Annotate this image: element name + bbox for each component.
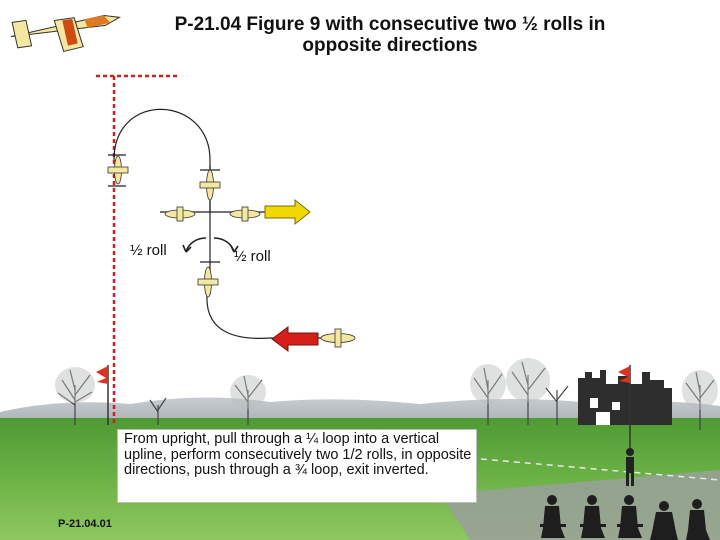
title-line-1: P-21.04 Figure 9 with consecutive two ½ … [174,14,606,35]
judge-icon [626,448,634,486]
aerobatic-plane-icon [164,206,196,222]
castle-icon [578,370,672,425]
flag-icon [618,365,631,455]
roll-label-right: ½ roll [234,248,271,265]
flag-icon [96,365,109,425]
entry-arrow [271,326,319,352]
maneuver-description: From upright, pull through a ¼ loop into… [117,429,477,503]
judge-icon [617,495,643,538]
aerobatic-plane-icon [107,155,129,185]
judge-icon [580,495,606,538]
aerobatic-plane-icon [199,169,221,201]
figure-code: P-21.04.01 [58,518,112,530]
aerobatic-plane-icon [197,266,219,298]
page-title: P-21.04 Figure 9 with consecutive two ½ … [150,14,630,56]
judge-icon [540,495,566,538]
runway [440,470,720,540]
aerobatic-plane-icon [229,206,261,222]
title-line-2: opposite directions [302,35,478,56]
judge-icon [686,499,710,540]
roll-direction-arrows [182,237,239,253]
tree-icon [230,375,266,425]
tree-icon [55,367,95,425]
tree-icon [149,397,167,425]
tree-icon [682,370,718,430]
tree-icon [470,364,506,425]
tree-icon [506,358,550,425]
judge-line [96,74,180,425]
tree-icon [545,385,569,425]
roll-label-left: ½ roll [130,242,167,259]
judge-icon [650,501,678,540]
aerobatic-plane-icon [320,328,356,348]
exit-arrow [264,198,311,226]
judges-panel [540,495,710,540]
flight-path [113,108,355,339]
aerobatic-plane-icon [10,14,122,53]
